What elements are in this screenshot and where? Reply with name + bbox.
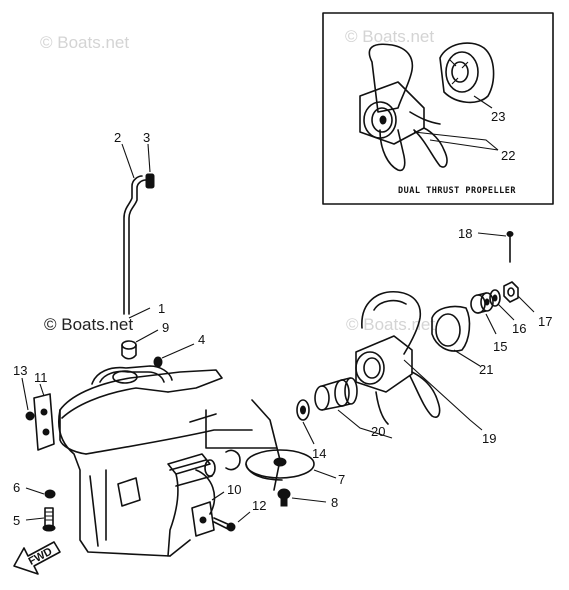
bushing-21 [431, 305, 471, 352]
bolt-8 [277, 488, 291, 507]
callout-5: 5 [13, 513, 20, 528]
cotter-pin-18 [506, 231, 514, 263]
callout-13: 13 [13, 363, 27, 378]
anode-10 [191, 501, 215, 537]
callout-3: 3 [143, 130, 150, 145]
callout-14: 14 [312, 446, 326, 461]
callout-10: 10 [227, 482, 241, 497]
lower-case-housing [58, 365, 281, 557]
inset-thrust-hub-23 [439, 42, 495, 104]
spacer-20 [314, 377, 358, 411]
callout-1: 1 [158, 301, 165, 316]
callout-7: 7 [338, 472, 345, 487]
propeller-shaft [169, 459, 216, 487]
callout-22: 22 [501, 148, 515, 163]
callout-12: 12 [252, 498, 266, 513]
screw-13 [25, 411, 35, 421]
watermark-middle-right: © Boats.net [346, 315, 435, 334]
cover-plate-11 [33, 393, 55, 451]
trim-plate-7 [245, 449, 315, 481]
grommet-9 [121, 340, 137, 360]
callout-19: 19 [482, 431, 496, 446]
shift-rod-clip-3 [145, 173, 155, 189]
spacer-15 [470, 292, 494, 314]
inset-propeller-22 [359, 43, 448, 172]
dual-thrust-propeller-inset: 23 22 DUAL THRUST PROPELLER [322, 12, 554, 205]
callout-21: 21 [479, 362, 493, 377]
callout-4: 4 [198, 332, 205, 347]
callout-16: 16 [512, 321, 526, 336]
propeller-nut-17 [503, 281, 519, 303]
callout-23: 23 [491, 109, 505, 124]
callout-15: 15 [493, 339, 507, 354]
housing-anode [117, 477, 141, 507]
callout-2: 2 [114, 130, 121, 145]
screw-5 [42, 507, 56, 532]
propeller-19 [355, 291, 441, 425]
fwd-arrow-icon [13, 541, 61, 575]
callout-20: 20 [371, 424, 385, 439]
washer-6 [44, 489, 56, 499]
callout-17: 17 [538, 314, 552, 329]
watermark-top-right: © Boats.net [345, 27, 434, 46]
shift-rod-2 [123, 175, 147, 315]
callout-6: 6 [13, 480, 20, 495]
callout-18: 18 [458, 226, 472, 241]
watermark-top-left: © Boats.net [40, 33, 129, 52]
washer-16 [489, 289, 501, 307]
callout-9: 9 [162, 320, 169, 335]
bolt-12 [213, 517, 236, 532]
watermark-middle: © Boats.net [44, 315, 133, 334]
callout-8: 8 [331, 495, 338, 510]
inset-caption: DUAL THRUST PROPELLER [398, 186, 516, 196]
inset-frame [322, 12, 554, 205]
callout-11: 11 [34, 370, 48, 385]
bolt-4 [153, 356, 163, 368]
thrust-washer-14 [296, 399, 310, 421]
direction-label: FWD [27, 546, 55, 568]
